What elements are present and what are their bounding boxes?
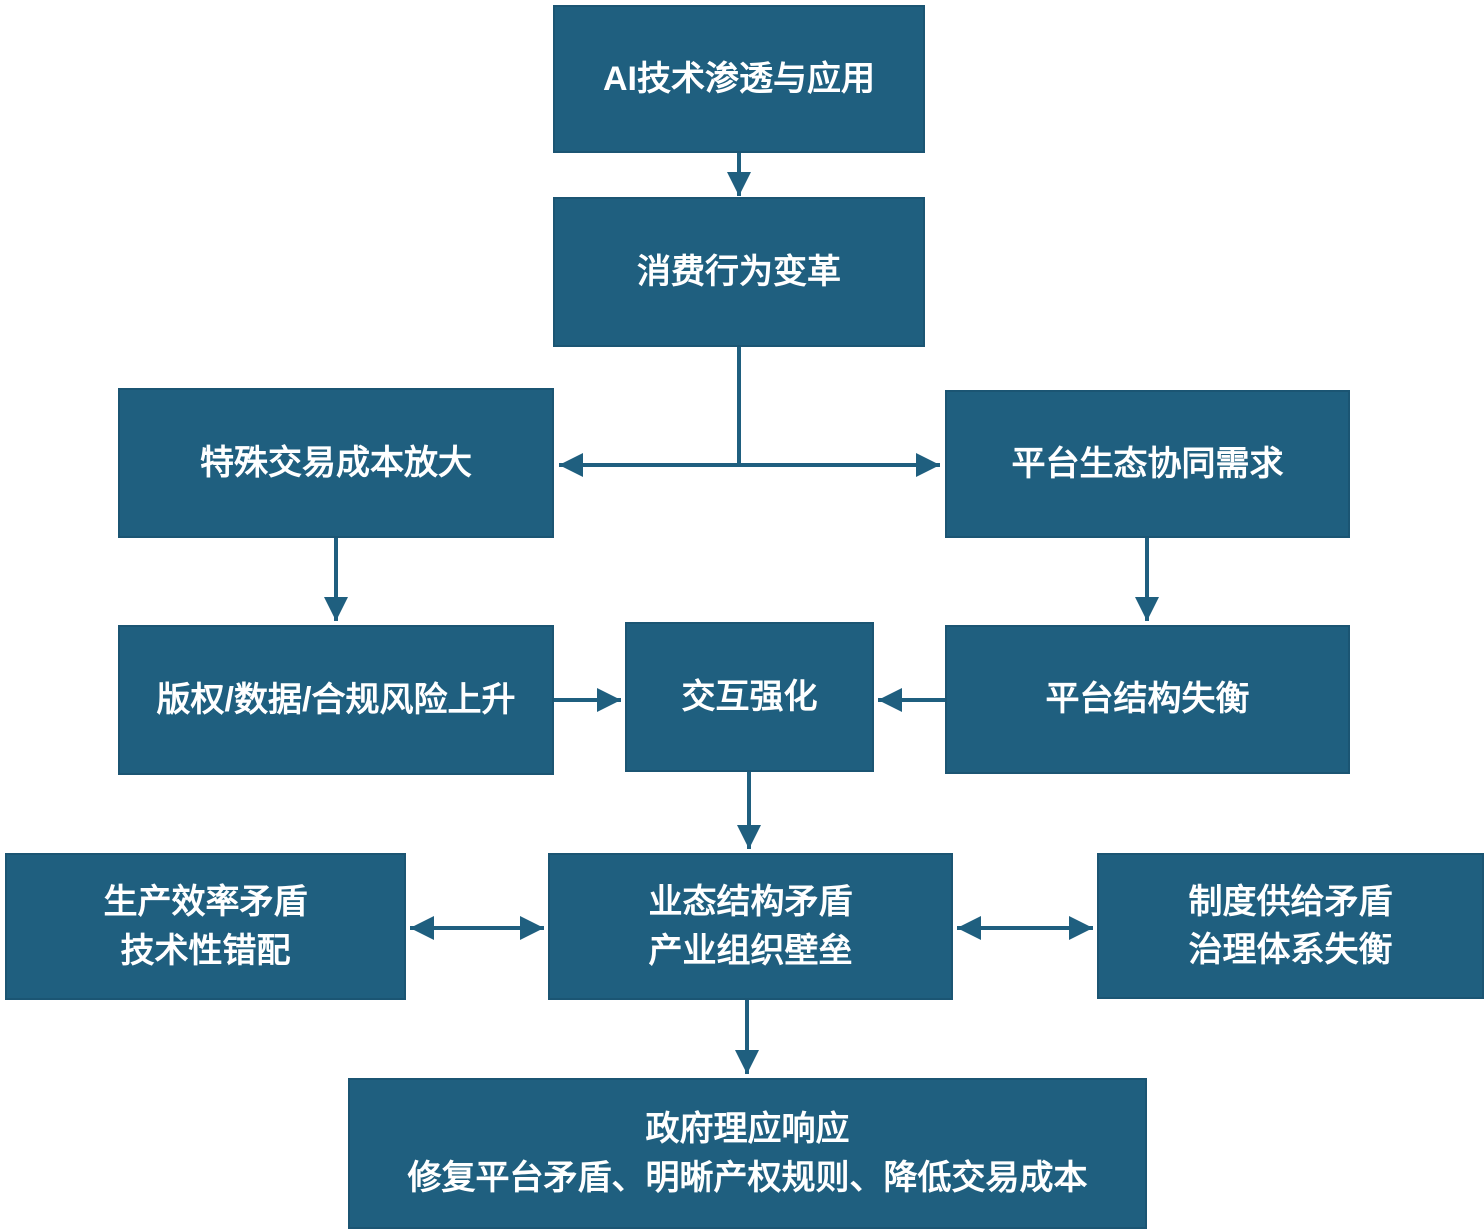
node-consumer-change: 消费行为变革 <box>553 197 925 347</box>
node-institutional-supply-label-2: 治理体系失衡 <box>1188 931 1393 969</box>
node-government-response-label-2: 修复平台矛盾、明晰产权规则、降低交易成本 <box>407 1158 1088 1197</box>
node-production-efficiency-label-2: 技术性错配 <box>120 931 291 970</box>
node-business-structure-label-2: 产业组织壁垒 <box>648 931 853 970</box>
node-business-structure-label-1: 业态结构矛盾 <box>648 883 853 922</box>
node-interaction: 交互强化 <box>625 622 874 772</box>
node-institutional-supply-label-1: 制度供给矛盾 <box>1188 882 1393 921</box>
node-ai-tech: AI技术渗透与应用 <box>553 5 925 153</box>
node-platform-imbalance-label: 平台结构失衡 <box>1045 680 1250 719</box>
node-platform-imbalance: 平台结构失衡 <box>945 625 1350 774</box>
node-institutional-supply: 制度供给矛盾 治理体系失衡 <box>1097 853 1484 999</box>
node-special-cost: 特殊交易成本放大 <box>118 388 554 538</box>
node-special-cost-label: 特殊交易成本放大 <box>200 443 472 482</box>
node-business-structure: 业态结构矛盾 产业组织壁垒 <box>548 853 953 1000</box>
node-consumer-change-label: 消费行为变革 <box>637 252 841 291</box>
node-platform-demand-label: 平台生态协同需求 <box>1011 444 1284 483</box>
node-government-response: 政府理应响应 修复平台矛盾、明晰产权规则、降低交易成本 <box>348 1078 1147 1229</box>
node-production-efficiency: 生产效率矛盾 技术性错配 <box>5 853 406 1000</box>
node-compliance-risk-label: 版权/数据/合规风险上升 <box>156 680 516 719</box>
node-platform-demand: 平台生态协同需求 <box>945 390 1350 538</box>
node-production-efficiency-label-1: 生产效率矛盾 <box>103 883 308 922</box>
node-interaction-label: 交互强化 <box>681 677 818 716</box>
node-compliance-risk: 版权/数据/合规风险上升 <box>118 625 554 775</box>
node-government-response-label-1: 政府理应响应 <box>645 1110 850 1149</box>
node-ai-tech-label: AI技术渗透与应用 <box>603 59 875 98</box>
